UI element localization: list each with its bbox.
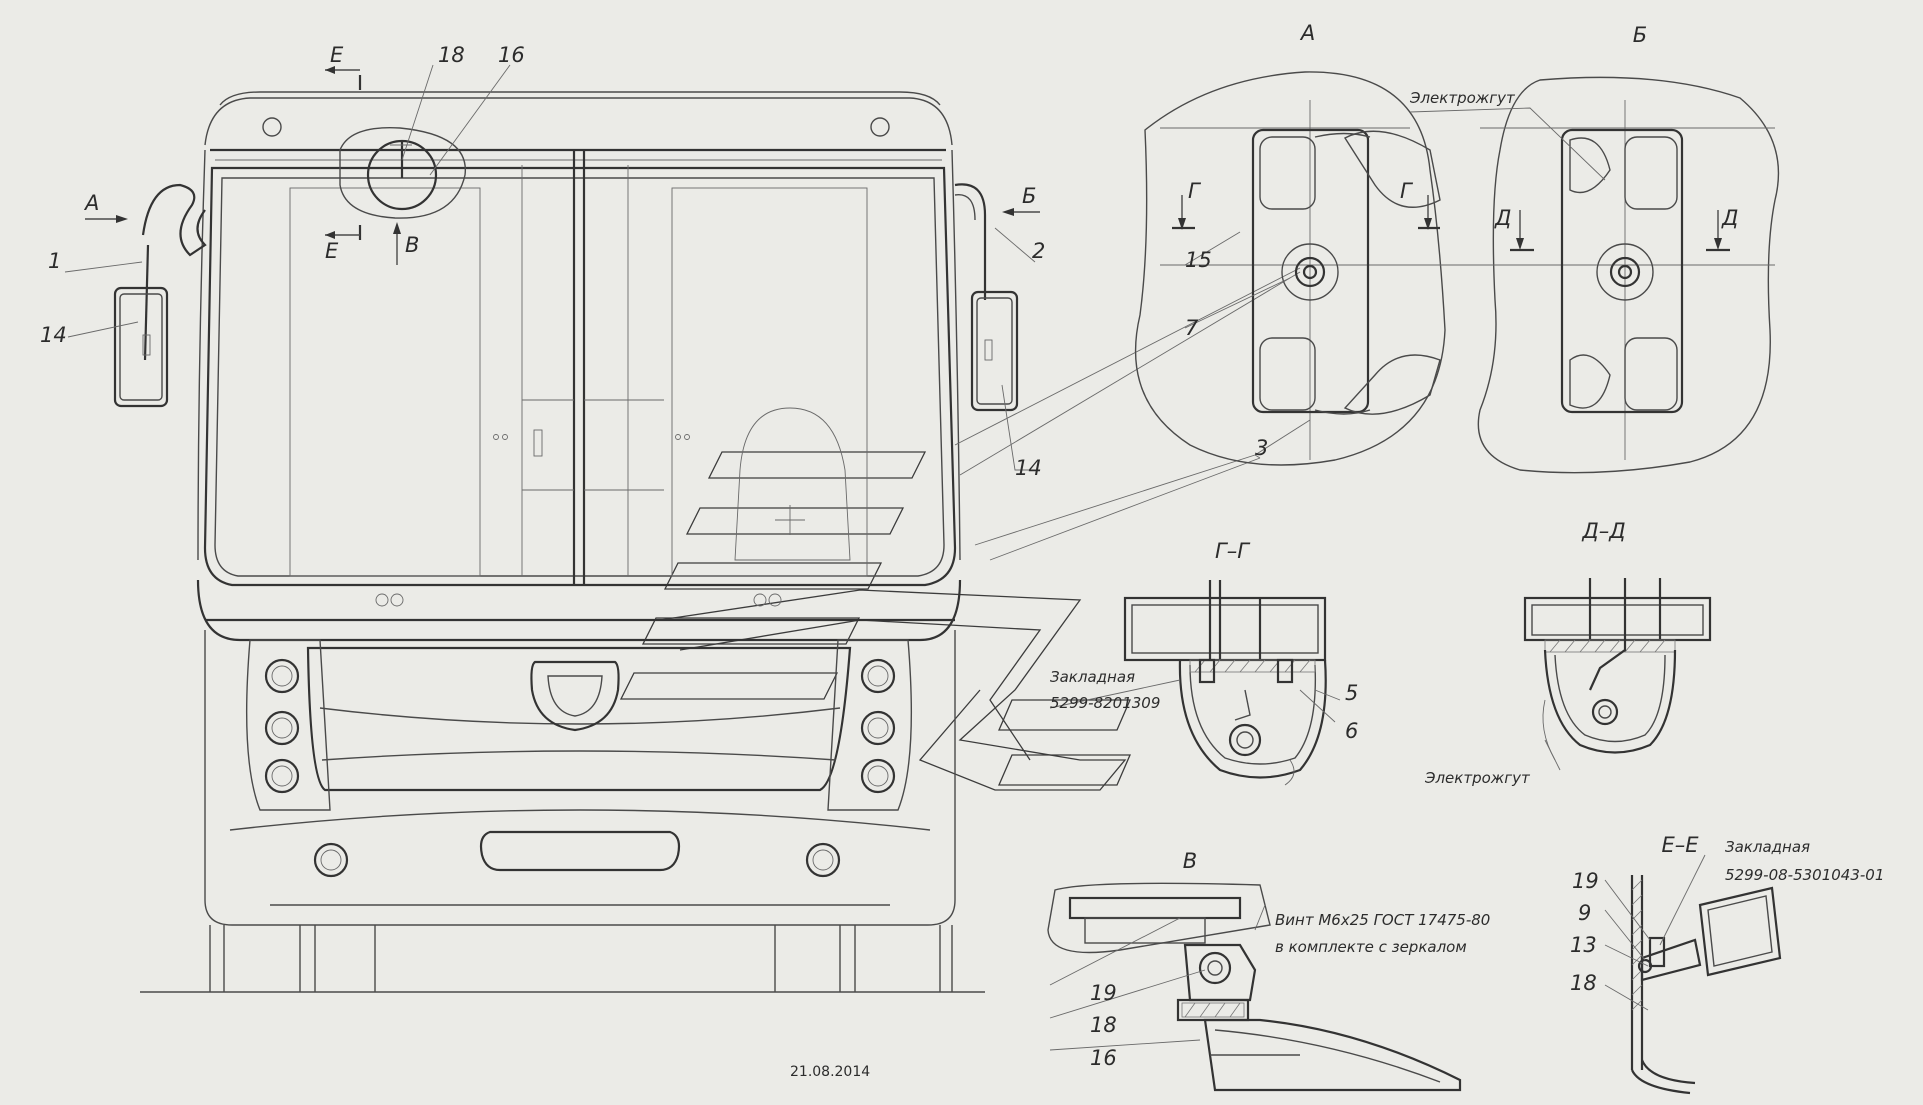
section-label-dd: Д–Д [1581,519,1625,543]
section-mark-d-right: Д [1721,206,1738,230]
detail-a [1134,71,1480,466]
view-label-v: В [1183,849,1197,873]
section-d-d [1523,578,1712,771]
section-mark-d-left: Д [1494,206,1511,230]
note-screw: Винт М6х25 ГОСТ 17475-80 [1275,911,1490,929]
view-mark-a: А [83,191,99,215]
view-label-b: Б [1633,23,1647,47]
callout-13: 13 [1570,933,1597,957]
note-screw-kit: в комплекте с зеркалом [1275,938,1467,956]
callout-16-v: 16 [1090,1046,1117,1070]
callout-2: 2 [1032,239,1045,263]
callout-19-ee: 19 [1572,869,1599,893]
section-e-e [1604,854,1782,1095]
detail-b [1409,76,1780,474]
section-mark-e-bottom: Е [325,239,339,263]
note-embed-ee: Закладная [1725,838,1810,856]
drawing-labels: А Б В Г–Г Д–Д Е–Е Е Е В А Б Г Г Д Д 1 2 … [40,21,1884,1080]
callout-9: 9 [1578,901,1591,925]
note-harness-b: Электрожгут [1409,89,1516,107]
note-embed-part-2: 5299-08-5301043-01 [1725,866,1884,884]
callout-18-ee: 18 [1570,971,1597,995]
callout-15: 15 [1185,248,1212,272]
callout-18-v: 18 [1090,1013,1117,1037]
callout-7: 7 [1185,316,1199,340]
callout-14-right: 14 [1015,456,1042,480]
callout-14-left: 14 [40,323,67,347]
callout-5: 5 [1345,681,1358,705]
section-mark-e-top: Е [330,43,344,67]
callout-18-main: 18 [438,43,465,67]
callout-6: 6 [1345,719,1358,743]
callout-16-main: 16 [498,43,525,67]
drawing-date: 21.08.2014 [790,1064,870,1080]
note-harness-dd: Электрожгут [1424,769,1531,787]
view-v [1047,882,1462,1092]
section-label-gg: Г–Г [1215,539,1251,563]
section-label-ee: Е–Е [1661,833,1699,857]
note-embed-part-1: 5299-8201309 [1050,694,1160,712]
callout-3: 3 [1255,436,1268,460]
view-mark-v: В [405,233,419,257]
view-label-a: А [1299,21,1315,45]
watermark-logo [619,451,1131,791]
section-mark-g-right: Г [1400,179,1414,203]
view-mark-b: Б [1022,184,1036,208]
section-mark-g-left: Г [1188,179,1202,203]
section-g-g [1049,580,1341,786]
callout-1: 1 [48,249,61,273]
note-embed-gg: Закладная [1050,668,1135,686]
callout-19-v: 19 [1090,981,1117,1005]
bus-front-view [64,64,1301,993]
